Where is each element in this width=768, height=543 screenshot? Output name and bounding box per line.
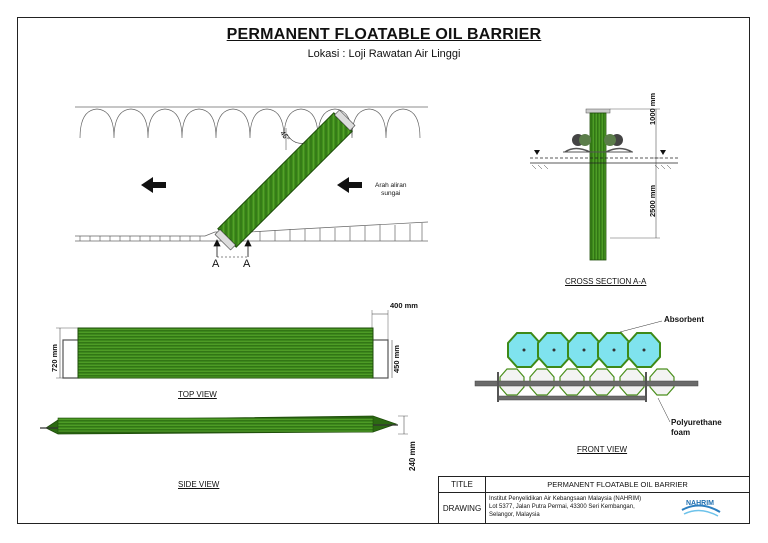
top-view-dim-height: 720 mm: [50, 344, 59, 372]
top-view-dim-inner: 450 mm: [392, 345, 401, 373]
cross-section-view: [530, 108, 678, 261]
top-view-dim-width: 400 mm: [390, 301, 418, 310]
section-marker-left: A: [212, 258, 220, 270]
cross-section-caption: CROSS SECTION A-A: [565, 277, 647, 286]
flow-direction-label: Arah aliran sungai: [375, 182, 406, 198]
title-block-drawing-label: DRAWING: [438, 492, 486, 524]
upper-riverbank: [75, 106, 428, 139]
drawing-line3: Selangor, Malaysia: [489, 512, 540, 518]
top-view-caption: TOP VIEW: [178, 390, 217, 399]
front-view: [474, 320, 699, 423]
section-marker-right: A: [243, 258, 251, 270]
drawing-title: PERMANENT FLOATABLE OIL BARRIER: [226, 26, 542, 43]
drawing-sheet-border: [17, 17, 750, 524]
flow-arrow-left: [141, 177, 166, 193]
plan-view: [75, 106, 429, 258]
drawing-line2: Lot 5377, Jalan Putra Permai, 43300 Seri…: [489, 504, 635, 510]
logo-text: NAHRIM: [686, 500, 714, 507]
flow-label-line2: sungai: [381, 190, 401, 197]
title-block-drawing-value: Institut Penyelidikan Air Kebangsaan Mal…: [485, 492, 750, 524]
front-view-caption: FRONT VIEW: [577, 445, 628, 454]
angle-arc: [286, 133, 306, 144]
section-markers: [213, 239, 252, 258]
foam-label: Polyurethane foam: [671, 418, 722, 438]
cross-section-dim-lower: 2500 mm: [648, 184, 657, 217]
foam-label-line1: Polyurethane: [671, 418, 722, 427]
top-view: [56, 310, 393, 379]
side-view-dim-height: 240 mm: [408, 441, 417, 471]
title-block-title-value: PERMANENT FLOATABLE OIL BARRIER: [485, 476, 750, 493]
flow-arrow-right: [337, 177, 362, 193]
side-view: [40, 415, 408, 435]
nahrim-logo: [681, 504, 721, 517]
drawing-line1: Institut Penyelidikan Air Kebangsaan Mal…: [489, 496, 642, 502]
plan-barrier: [214, 109, 356, 251]
drawing-subtitle: Lokasi : Loji Rawatan Air Linggi: [307, 48, 461, 60]
flow-label-line1: Arah aliran: [375, 182, 407, 189]
cross-section-dim-upper: 1000 mm: [648, 92, 657, 125]
side-view-caption: SIDE VIEW: [178, 480, 220, 489]
absorbent-label: Absorbent: [664, 315, 704, 324]
foam-label-line2: foam: [671, 428, 691, 437]
title-block-title-label: TITLE: [438, 476, 486, 493]
